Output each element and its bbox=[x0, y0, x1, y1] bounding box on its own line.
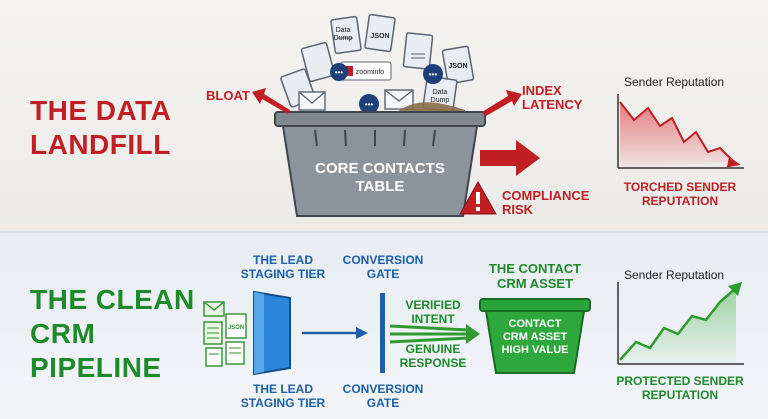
asset-body: CONTACT CRM ASSET HIGH VALUE bbox=[501, 318, 569, 356]
green-flow-arrows bbox=[389, 324, 480, 344]
index-latency-arrow bbox=[482, 90, 522, 116]
doc-label-json-2: JSON bbox=[448, 63, 467, 70]
gate-bottom-label: CONVERSION GATE bbox=[342, 382, 424, 410]
torched-caption: TORCHED SENDER REPUTATION bbox=[623, 180, 737, 208]
crm-asset-bin bbox=[479, 298, 591, 374]
torched-reputation-chart bbox=[617, 94, 744, 169]
svg-text:•••: ••• bbox=[429, 70, 438, 79]
gate-top-label: CONVERSION GATE bbox=[342, 253, 424, 281]
json-file-label: JSON bbox=[228, 325, 244, 331]
spreadsheet-icon bbox=[203, 321, 223, 345]
landfill-title: THE DATA LANDFILL bbox=[30, 95, 172, 160]
svg-text:Dump: Dump bbox=[431, 97, 450, 104]
bloat-label: BLOAT bbox=[206, 88, 250, 103]
conversion-gate-bar bbox=[380, 293, 385, 373]
verified-intent-label: VERIFIED INTENT bbox=[405, 298, 461, 326]
flow-arrow bbox=[302, 327, 368, 339]
doc-label-data-dump-2: Data bbox=[433, 89, 448, 96]
svg-text:•••: ••• bbox=[365, 100, 374, 109]
genuine-response-label: GENUINE RESPONSE bbox=[399, 342, 467, 370]
protected-reputation-chart bbox=[617, 282, 744, 365]
staging-tier-shape bbox=[253, 290, 291, 376]
svg-text:Dump: Dump bbox=[334, 35, 353, 42]
staging-bottom-label: THE LEAD STAGING TIER bbox=[240, 382, 326, 410]
bloat-arrow bbox=[252, 88, 290, 114]
asset-title: THE CONTACT CRM ASSET bbox=[488, 261, 582, 291]
pipeline-title: THE CLEAN CRM PIPELINE bbox=[30, 284, 195, 383]
compliance-arrow bbox=[480, 140, 540, 176]
svg-text:•••: ••• bbox=[335, 68, 344, 77]
document-icon bbox=[205, 347, 223, 367]
pipeline-chart-title: Sender Reputation bbox=[624, 268, 725, 282]
chat-bubble-icon bbox=[359, 94, 379, 114]
chat-bubble-icon bbox=[330, 63, 348, 81]
envelope-icon bbox=[298, 91, 326, 111]
envelope-icon bbox=[384, 89, 414, 110]
doc-labels: Data Dump JSON JSON Data Dump bbox=[334, 27, 468, 104]
json-file-icon: JSON bbox=[225, 313, 247, 339]
bin-rim bbox=[274, 111, 486, 127]
envelope-icon bbox=[203, 301, 225, 317]
lead-files-icons: JSON bbox=[203, 301, 247, 367]
compliance-label: COMPLIANCE RISK bbox=[502, 188, 590, 217]
trash-bin-illustration: Data Dump JSON JSON Data Dump zoominfo •… bbox=[274, 13, 486, 217]
bin-label: CORE CONTACTS TABLE bbox=[315, 160, 445, 195]
index-latency-label: INDEX LATENCY bbox=[522, 83, 583, 112]
landfill-chart-title: Sender Reputation bbox=[624, 75, 725, 89]
warning-icon bbox=[459, 180, 497, 215]
bin-body bbox=[281, 125, 479, 217]
zoominfo-logo-text: zoominfo bbox=[356, 69, 385, 76]
chat-bubble-icon bbox=[423, 64, 443, 84]
doc-label-data-dump-1: Data bbox=[336, 27, 351, 34]
document-icon bbox=[225, 341, 245, 365]
doc-label-json-1: JSON bbox=[370, 33, 389, 40]
staging-top-label: THE LEAD STAGING TIER bbox=[240, 253, 326, 281]
protected-caption: PROTECTED SENDER REPUTATION bbox=[616, 374, 744, 402]
